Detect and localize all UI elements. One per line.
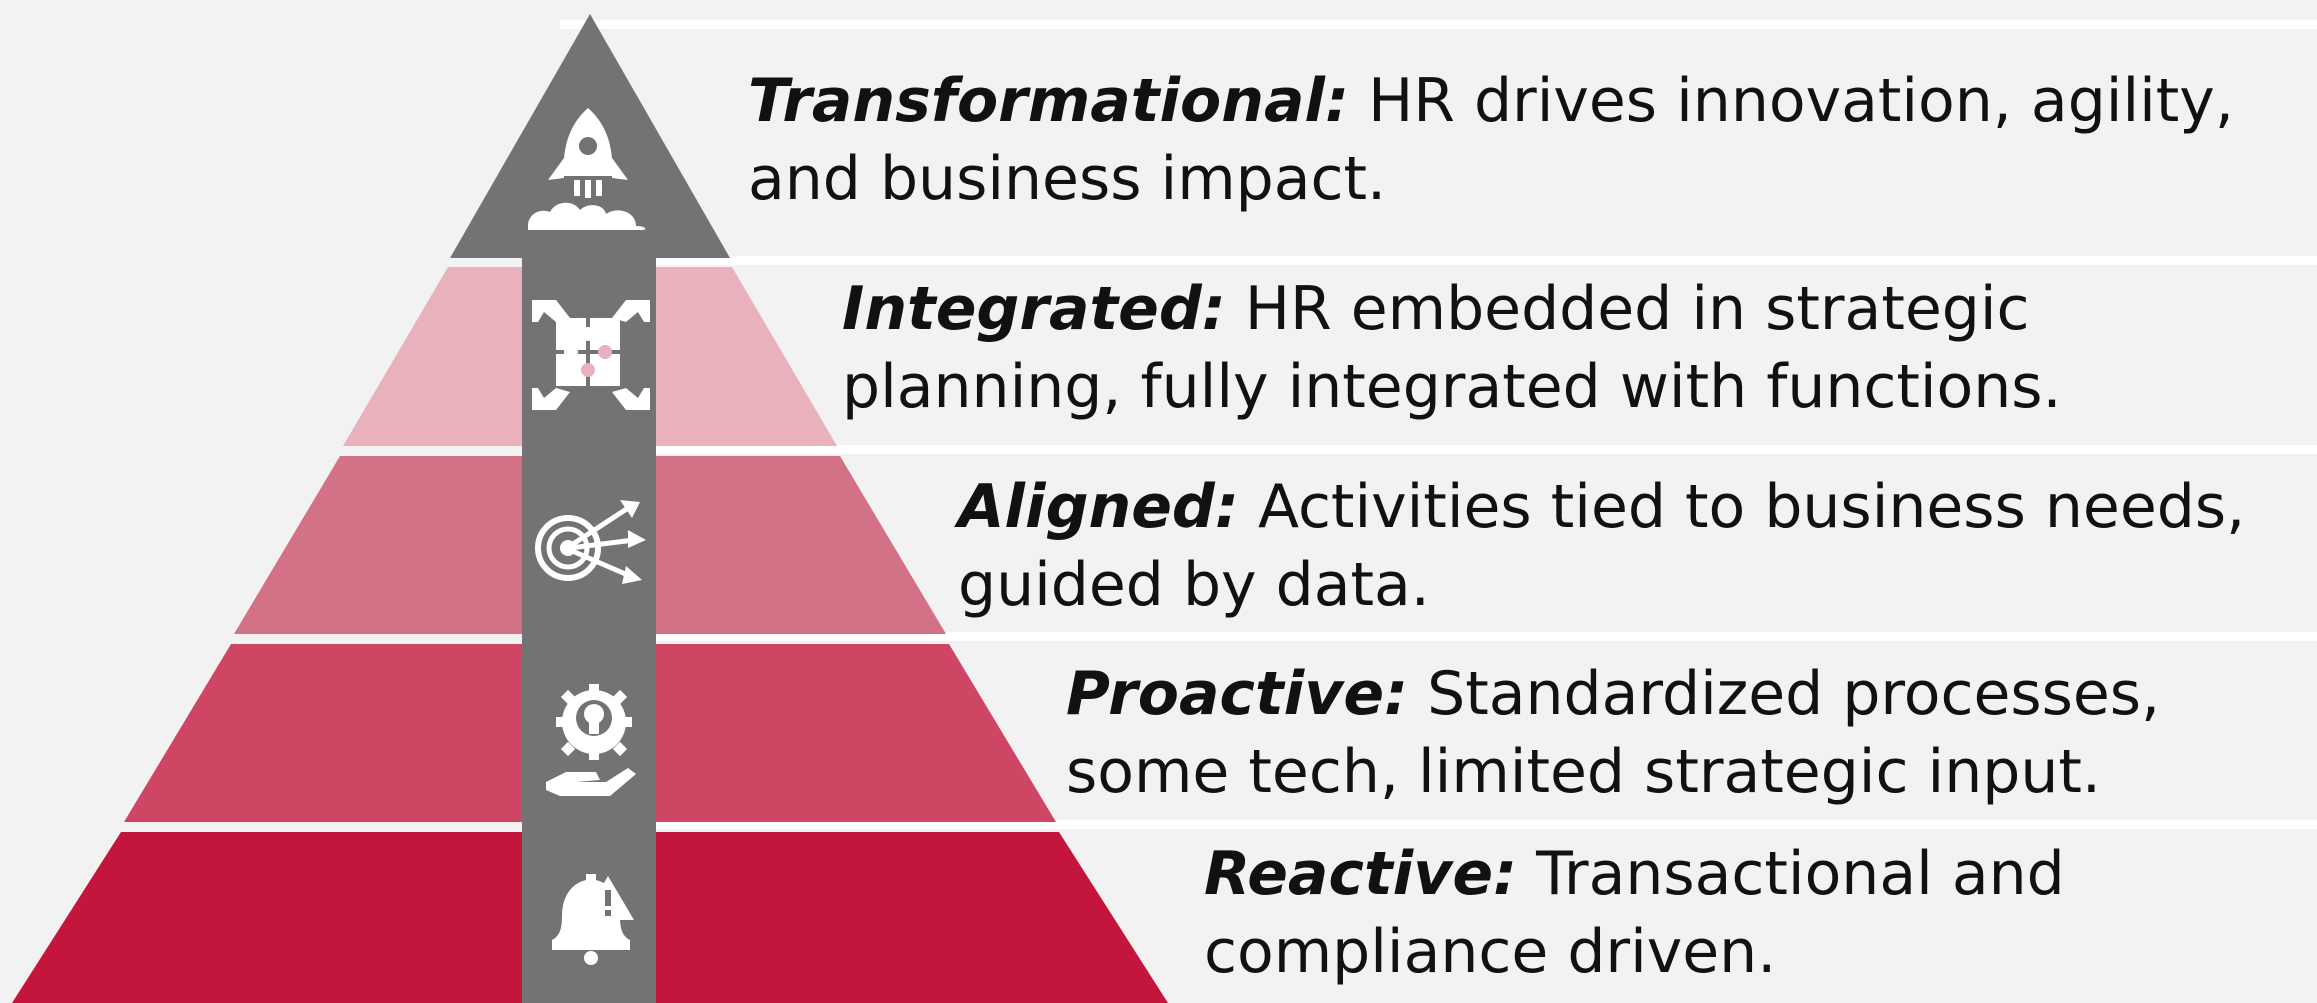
level-line-1: Aligned: Activities tied to business nee… bbox=[958, 468, 2245, 546]
level-description-line-2: some tech, limited strategic input. bbox=[1066, 737, 2101, 807]
level-line-1: Transformational: HR drives innovation, … bbox=[748, 62, 2234, 140]
band-integrated bbox=[560, 262, 2317, 446]
level-name: Reactive: bbox=[1204, 839, 1518, 909]
level-line-1: Proactive: Standardized processes, bbox=[1066, 655, 2160, 733]
level-name: Transformational: bbox=[748, 66, 1349, 136]
separator-top bbox=[560, 20, 2317, 29]
alarm-bell-icon bbox=[552, 874, 634, 965]
band-transformational bbox=[560, 22, 2317, 258]
level-text-reactive: Reactive: Transactional and compliance d… bbox=[1204, 835, 2065, 991]
separator-2 bbox=[560, 445, 2317, 454]
lightbulb-gear-hand-icon bbox=[546, 684, 636, 796]
rocket-icon bbox=[528, 108, 646, 230]
level-description-line-1: Standardized processes, bbox=[1427, 659, 2161, 729]
level-description-line-2: and business impact. bbox=[748, 144, 1387, 214]
separator-4 bbox=[560, 820, 2317, 829]
level-description-line-2: planning, fully integrated with function… bbox=[842, 352, 2062, 422]
puzzle-hands-icon bbox=[532, 300, 650, 410]
level-name: Integrated: bbox=[842, 274, 1226, 344]
level-description-line-2: guided by data. bbox=[958, 550, 1430, 620]
level-text-aligned: Aligned: Activities tied to business nee… bbox=[958, 468, 2245, 624]
separator-lines bbox=[560, 20, 2317, 829]
target-arrows-icon bbox=[535, 500, 646, 584]
level-text-transformational: Transformational: HR drives innovation, … bbox=[748, 62, 2234, 218]
level-text-proactive: Proactive: Standardized processes, some … bbox=[1066, 655, 2160, 811]
level-line-1: Integrated: HR embedded in strategic bbox=[842, 270, 2062, 348]
separator-3 bbox=[560, 632, 2317, 641]
level-text-integrated: Integrated: HR embedded in strategic pla… bbox=[842, 270, 2062, 426]
level-line-1: Reactive: Transactional and bbox=[1204, 835, 2065, 913]
level-name: Aligned: bbox=[958, 472, 1239, 542]
level-description-line-1: HR embedded in strategic bbox=[1244, 274, 2030, 344]
level-description-line-2: compliance driven. bbox=[1204, 917, 1777, 987]
level-description-line-1: Transactional and bbox=[1536, 839, 2065, 909]
level-description-line-1: Activities tied to business needs, bbox=[1257, 472, 2246, 542]
separator-1 bbox=[560, 256, 2317, 265]
level-description-line-1: HR drives innovation, agility, bbox=[1368, 66, 2234, 136]
level-name: Proactive: bbox=[1066, 659, 1409, 729]
